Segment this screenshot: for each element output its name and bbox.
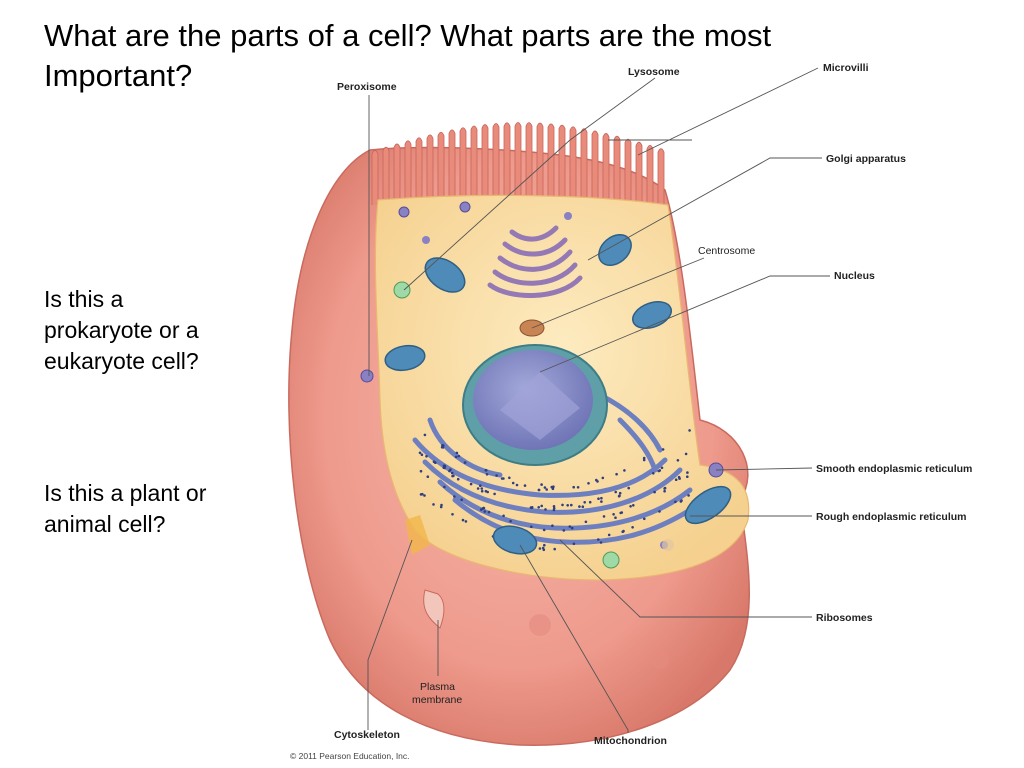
microvilli-shape <box>371 122 665 205</box>
label-nucleus: Nucleus <box>834 270 875 282</box>
label-peroxisome: Peroxisome <box>337 81 397 93</box>
label-smooth-er: Smooth endoplasmic reticulum <box>816 463 972 475</box>
label-microvilli: Microvilli <box>823 62 869 74</box>
golgi-shape <box>487 225 583 298</box>
question-plant-animal: Is this a plant or animal cell? <box>44 480 207 537</box>
slide-title: What are the parts of a cell? What parts… <box>44 18 772 93</box>
label-lysosome: Lysosome <box>628 66 680 78</box>
label-rough-er: Rough endoplasmic reticulum <box>816 511 967 523</box>
label-cytoskeleton: Cytoskeleton <box>334 729 400 741</box>
question-prokaryote-eukaryote: Is this a prokaryote or a eukaryote cell… <box>44 286 199 374</box>
copyright-note: © 2011 Pearson Education, Inc. <box>290 751 410 761</box>
label-mitochondrion: Mitochondrion <box>594 735 667 747</box>
label-golgi-apparatus: Golgi apparatus <box>826 153 906 165</box>
label-centrosome: Centrosome <box>698 245 755 257</box>
mitochondria-shapes <box>384 233 732 555</box>
nucleus-shape <box>462 344 608 466</box>
label-plasma-membrane-line2: membrane <box>412 694 462 706</box>
leader-lines <box>367 67 830 733</box>
ribosome-dots <box>418 429 691 552</box>
rough-er-shape <box>412 392 693 545</box>
label-plasma-membrane-line1: Plasma <box>420 681 455 693</box>
label-ribosomes: Ribosomes <box>816 612 873 624</box>
